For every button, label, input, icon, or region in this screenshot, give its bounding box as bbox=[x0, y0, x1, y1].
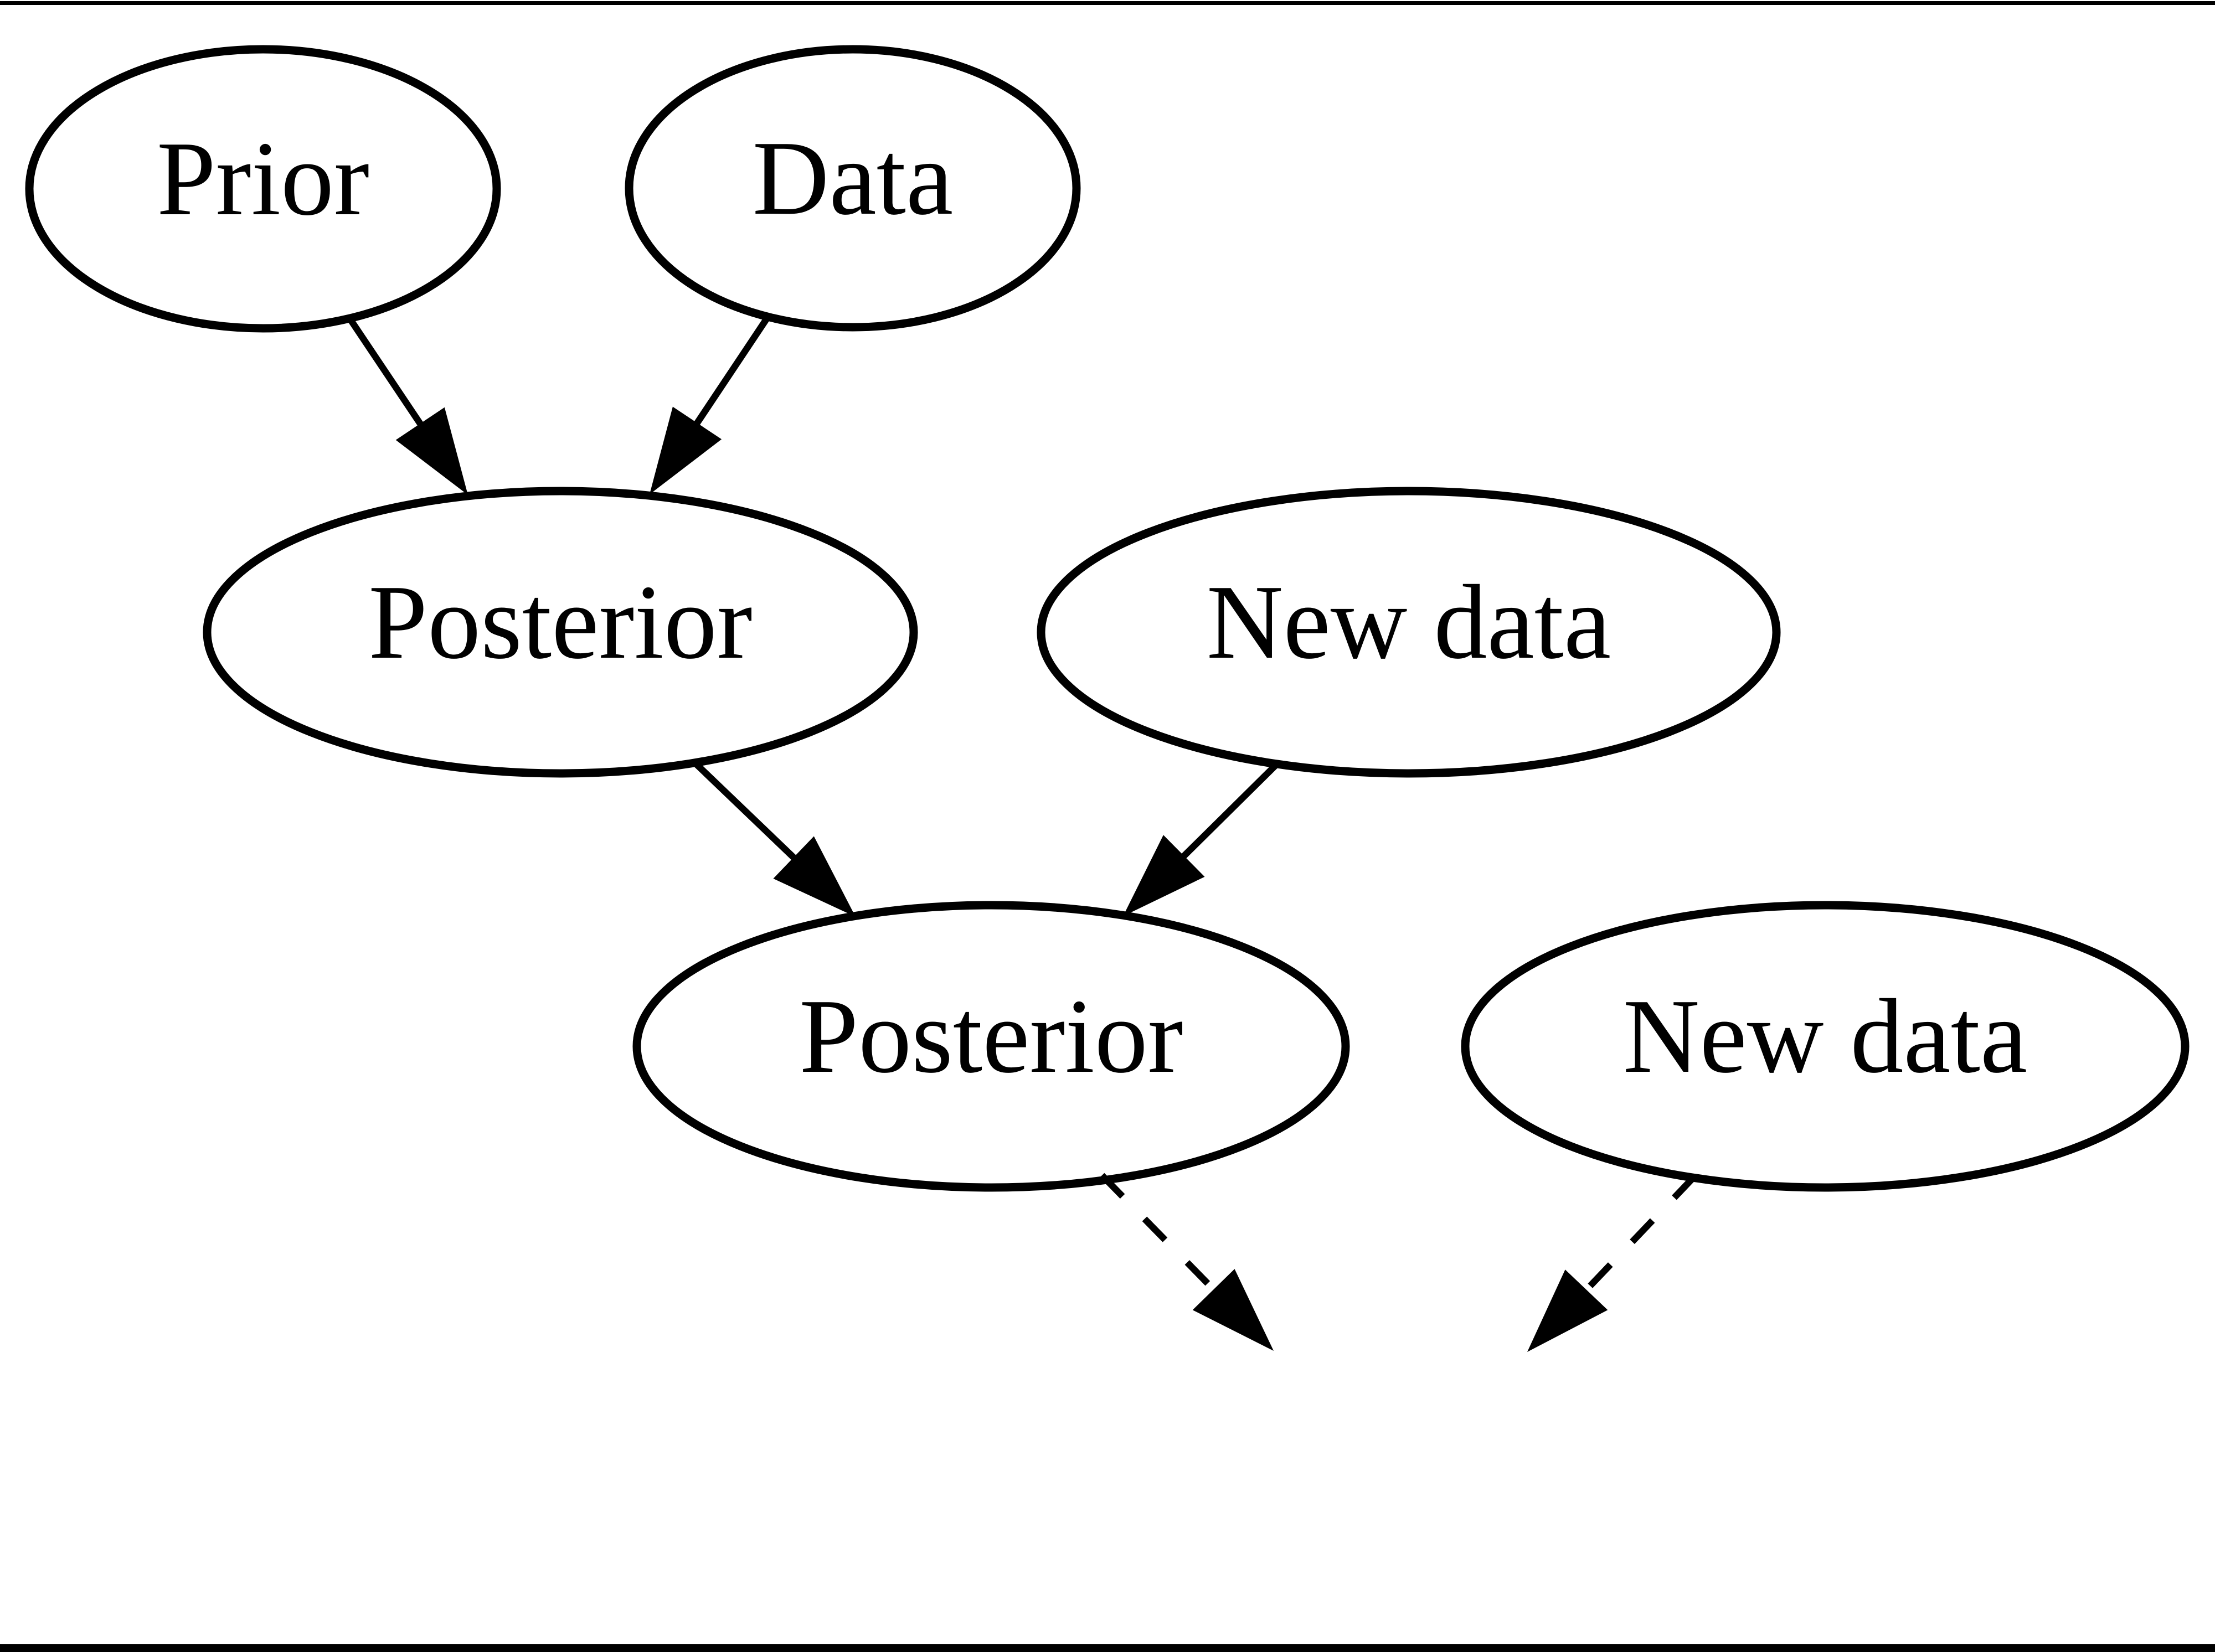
node-label-new-data-2: New data bbox=[1623, 977, 2027, 1095]
node-ellipse-posterior-1 bbox=[203, 487, 918, 778]
page-top-border-line bbox=[0, 1, 2215, 5]
node-ellipse-prior bbox=[25, 45, 501, 333]
arrowhead-icon-prior-to-posterior-1 bbox=[395, 407, 468, 495]
node-ellipse-posterior-2 bbox=[632, 901, 1350, 1192]
arrowhead-icon-new-data-2-to-implied-next-posterior bbox=[1527, 1269, 1608, 1352]
node-label-posterior-1: Posterior bbox=[368, 563, 752, 681]
arrowhead-icon-posterior-2-to-implied-next-posterior bbox=[1192, 1269, 1274, 1351]
arrowhead-icon-new-data-1-to-posterior-2 bbox=[1123, 835, 1205, 916]
edge-prior-to-posterior-1 bbox=[346, 315, 468, 495]
node-new-data-2: New data bbox=[1461, 901, 2190, 1192]
node-prior: Prior bbox=[25, 45, 501, 333]
node-new-data-1: New data bbox=[1037, 487, 1781, 778]
edge-data-to-posterior-1 bbox=[650, 314, 771, 494]
node-label-prior: Prior bbox=[157, 120, 369, 238]
edge-posterior-2-to-implied-next-posterior bbox=[1099, 1173, 1274, 1351]
edge-line-data-to-posterior-1 bbox=[691, 314, 771, 430]
edge-new-data-1-to-posterior-2 bbox=[1123, 761, 1280, 916]
edge-line-posterior-1-to-posterior-2 bbox=[692, 760, 800, 864]
edge-line-new-data-2-to-implied-next-posterior bbox=[1580, 1174, 1697, 1297]
node-ellipse-new-data-1 bbox=[1037, 487, 1781, 778]
arrowhead-icon-data-to-posterior-1 bbox=[650, 406, 722, 494]
node-posterior-2: Posterior bbox=[632, 901, 1350, 1192]
node-label-data: Data bbox=[753, 119, 953, 237]
edge-new-data-2-to-implied-next-posterior bbox=[1527, 1174, 1697, 1352]
edge-posterior-1-to-posterior-2 bbox=[692, 760, 856, 917]
arrowhead-icon-posterior-1-to-posterior-2 bbox=[773, 836, 856, 917]
node-data: Data bbox=[625, 45, 1081, 332]
node-ellipse-new-data-2 bbox=[1461, 901, 2190, 1192]
edge-line-posterior-2-to-implied-next-posterior bbox=[1099, 1173, 1220, 1296]
node-ellipse-data bbox=[625, 45, 1081, 332]
edge-line-prior-to-posterior-1 bbox=[346, 315, 426, 430]
node-label-posterior-2: Posterior bbox=[799, 977, 1183, 1095]
node-posterior-1: Posterior bbox=[203, 487, 918, 778]
node-label-new-data-1: New data bbox=[1207, 563, 1611, 681]
edge-line-new-data-1-to-posterior-2 bbox=[1177, 761, 1280, 863]
page-bottom-border-line bbox=[0, 1644, 2215, 1652]
